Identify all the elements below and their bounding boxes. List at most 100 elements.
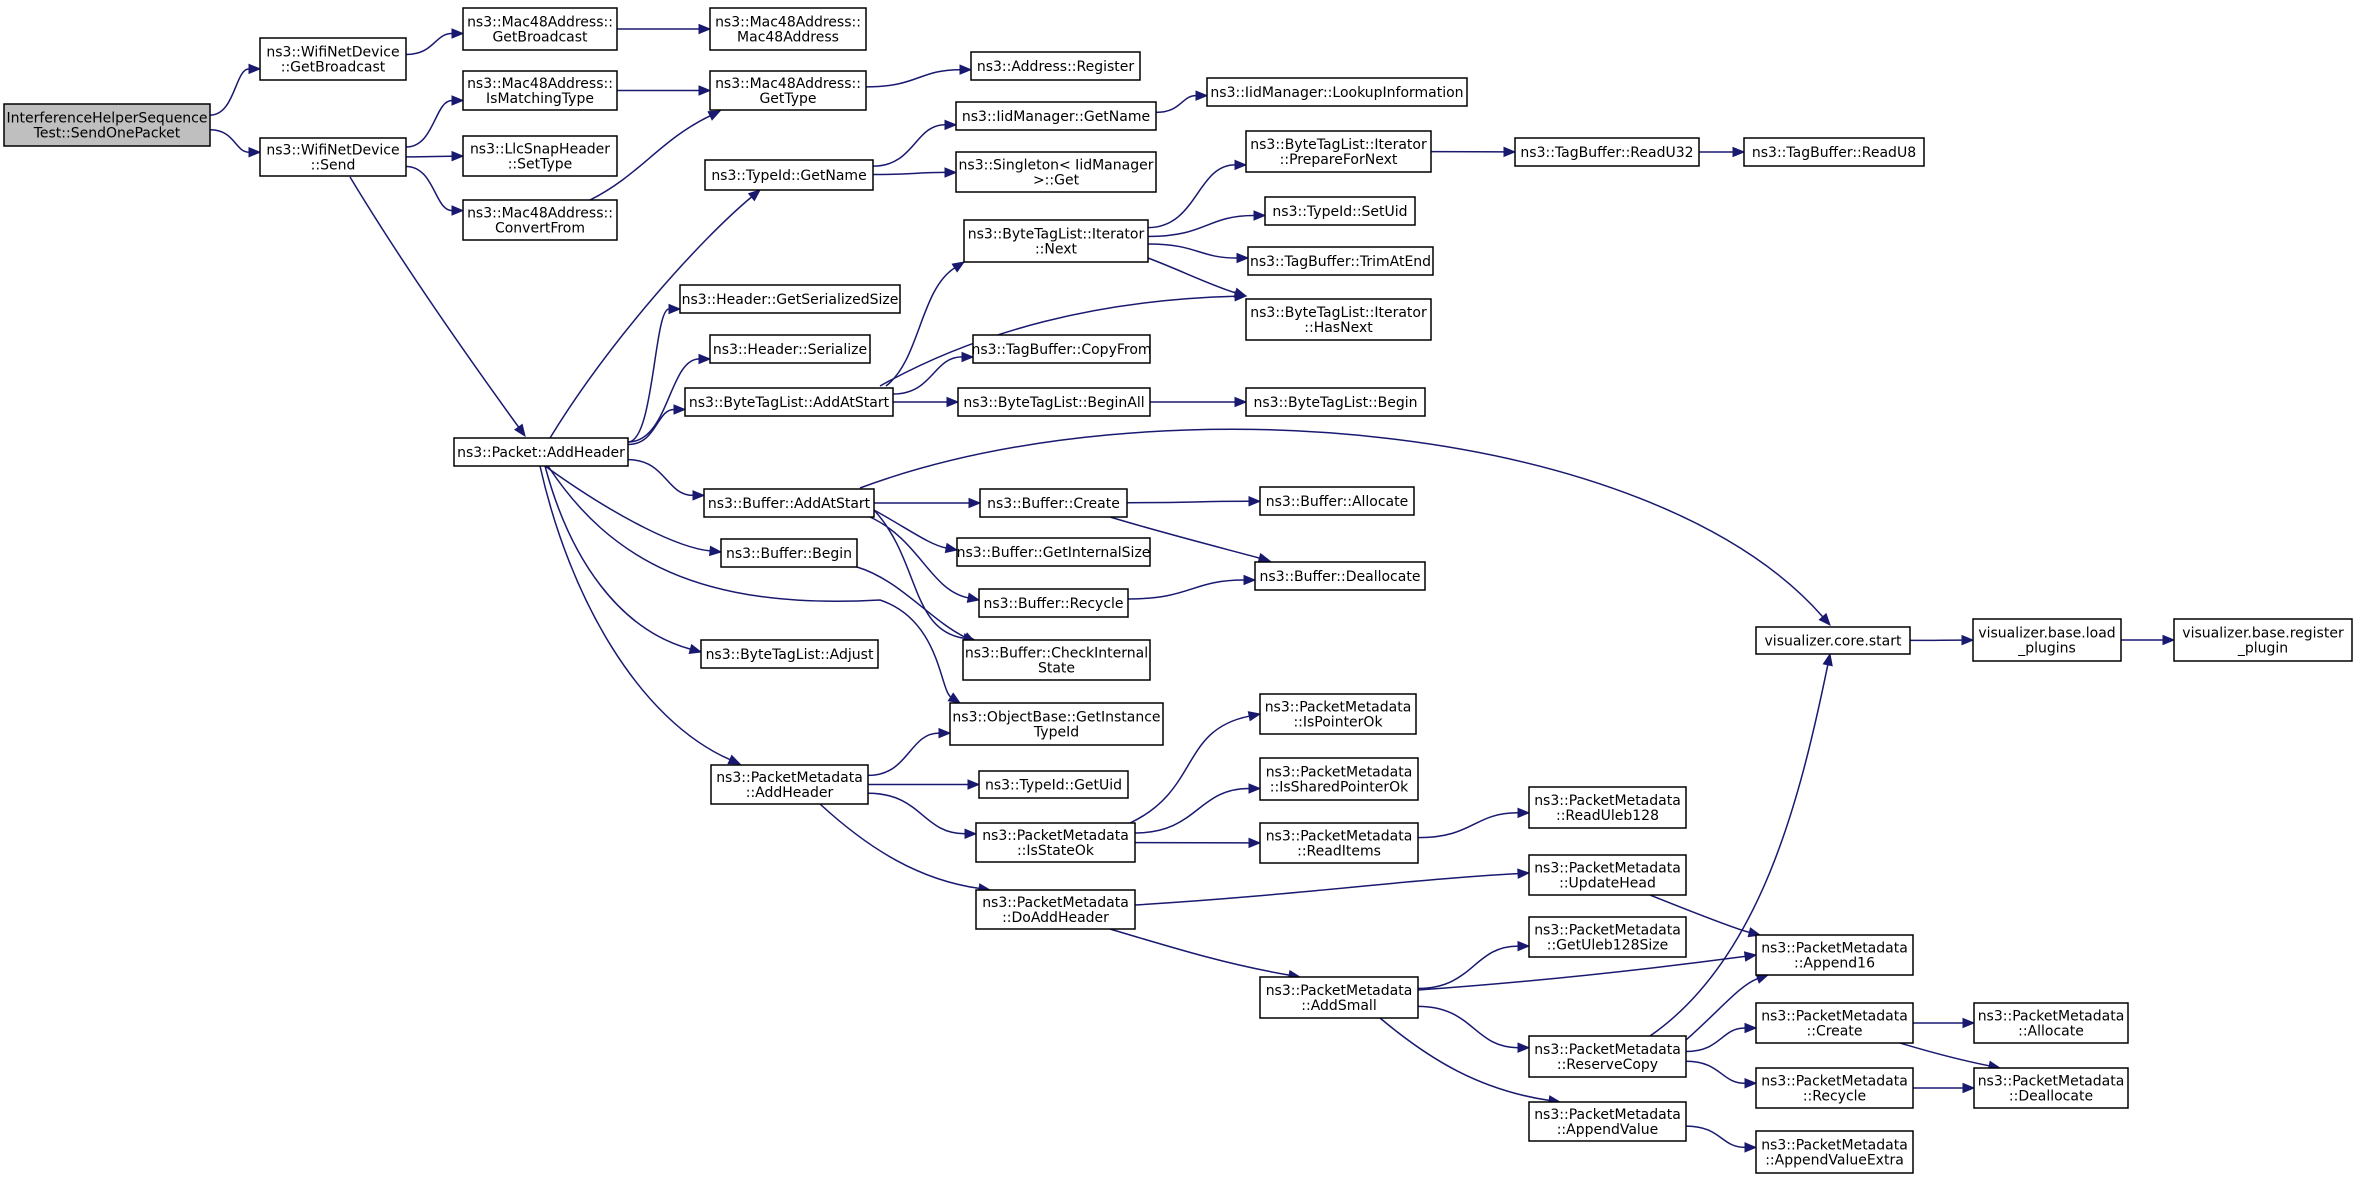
node-pm-reservecopy[interactable]: ns3::PacketMetadata::ReserveCopy — [1528, 1035, 1687, 1078]
node-buf-addatstart[interactable]: ns3::Buffer::AddAtStart — [703, 488, 875, 518]
node-bti-hasnext[interactable]: ns3::ByteTagList::Iterator::HasNext — [1245, 298, 1432, 341]
node-label-line: InterferenceHelperSequence — [7, 111, 208, 127]
node-label-line: ns3::Mac48Address:: — [467, 76, 613, 92]
node-iid-lookup[interactable]: ns3::IidManager::LookupInformation — [1206, 77, 1468, 107]
node-pm-doaddheader[interactable]: ns3::PacketMetadata::DoAddHeader — [975, 889, 1136, 930]
node-pm-allocate[interactable]: ns3::PacketMetadata::Allocate — [1973, 1002, 2129, 1044]
node-pm-addsmall[interactable]: ns3::PacketMetadata::AddSmall — [1259, 976, 1419, 1019]
node-label-line: ::ReadItems — [1297, 844, 1381, 860]
node-llc-settype[interactable]: ns3::LlcSnapHeader::SetType — [462, 135, 618, 177]
node-packet-addheader[interactable]: ns3::Packet::AddHeader — [453, 437, 629, 467]
arrowhead-icon — [1247, 711, 1262, 722]
node-vis-register-plugin[interactable]: visualizer.base.register_plugin — [2173, 618, 2353, 662]
edge-line — [872, 171, 946, 176]
node-box — [1972, 618, 2122, 662]
node-btl-adjust[interactable]: ns3::ByteTagList::Adjust — [700, 639, 879, 669]
node-pm-isstateok[interactable]: ns3::PacketMetadata::IsStateOk — [975, 822, 1136, 863]
edge-line — [872, 124, 946, 167]
arrowhead-icon — [1732, 146, 1746, 158]
node-label-line: ns3::PacketMetadata — [1534, 861, 1681, 877]
node-pm-deallocate[interactable]: ns3::PacketMetadata::Deallocate — [1973, 1067, 2129, 1109]
node-wifi-send[interactable]: ns3::WifiNetDevice::Send — [259, 137, 407, 177]
arrowhead-icon — [451, 28, 465, 39]
edge-mac-getbroadcast-to-mac-ctor — [617, 23, 712, 35]
edge-buf-begin-to-buf-checkinternal — [856, 566, 977, 643]
node-mac-ctor[interactable]: ns3::Mac48Address::Mac48Address — [709, 7, 867, 51]
edge-packet-addheader-to-typeid-getname — [549, 189, 762, 439]
node-typeid-getuid[interactable]: ns3::TypeId::GetUid — [978, 770, 1129, 799]
node-header-getserializedsize[interactable]: ns3::Header::GetSerializedSize — [679, 284, 901, 314]
node-label-line: ::SetType — [508, 157, 573, 173]
node-iid-getname[interactable]: ns3::IidManager::GetName — [955, 101, 1157, 131]
edges-layer — [209, 23, 2176, 1153]
node-pm-readitems[interactable]: ns3::PacketMetadata::ReadItems — [1259, 822, 1419, 864]
node-label-line: ns3::TagBuffer::ReadU8 — [1752, 145, 1916, 161]
node-pm-getuleb128size[interactable]: ns3::PacketMetadata::GetUleb128Size — [1528, 916, 1687, 958]
node-btl-addatstart[interactable]: ns3::ByteTagList::AddAtStart — [684, 387, 894, 417]
edge-buf-create-to-buf-deallocate — [1109, 516, 1272, 564]
edge-line — [1109, 928, 1290, 976]
arrowhead-icon — [1962, 1082, 1976, 1094]
edge-line — [405, 155, 453, 158]
node-pm-addheader[interactable]: ns3::PacketMetadata::AddHeader — [710, 764, 869, 805]
node-bti-preparefornext[interactable]: ns3::ByteTagList::Iterator::PrepareForNe… — [1245, 130, 1432, 173]
arrowhead-icon — [709, 545, 723, 557]
node-mac-convertfrom[interactable]: ns3::Mac48Address::ConvertFrom — [462, 199, 618, 241]
node-pm-create[interactable]: ns3::PacketMetadata::Create — [1755, 1002, 1914, 1044]
arrowhead-icon — [1517, 868, 1531, 879]
node-pm-appendvalueextra[interactable]: ns3::PacketMetadata::AppendValueExtra — [1755, 1130, 1914, 1174]
node-pm-append16[interactable]: ns3::PacketMetadata::Append16 — [1755, 934, 1914, 976]
node-tagbuf-readu32[interactable]: ns3::TagBuffer::ReadU32 — [1514, 137, 1700, 167]
edge-line — [1127, 579, 1245, 600]
node-header-serialize[interactable]: ns3::Header::Serialize — [709, 334, 871, 364]
node-tagbuf-copyfrom[interactable]: ns3::TagBuffer::CopyFrom — [971, 334, 1152, 364]
node-buf-create[interactable]: ns3::Buffer::Create — [979, 488, 1128, 518]
arrowhead-icon — [692, 490, 706, 501]
node-box — [975, 822, 1136, 863]
node-label-line: ns3::Mac48Address:: — [715, 15, 861, 31]
node-wifi-getbroadcast[interactable]: ns3::WifiNetDevice::GetBroadcast — [259, 37, 407, 81]
node-pm-ispointerok[interactable]: ns3::PacketMetadata::IsPointerOk — [1259, 693, 1417, 735]
node-pm-updatehead[interactable]: ns3::PacketMetadata::UpdateHead — [1528, 854, 1687, 896]
node-tagbuf-readu8[interactable]: ns3::TagBuffer::ReadU8 — [1743, 137, 1925, 167]
edge-bti-next-to-bti-preparefornext — [1147, 159, 1248, 229]
arrowhead-icon — [1257, 552, 1272, 564]
node-addr-register[interactable]: ns3::Address::Register — [970, 51, 1141, 81]
node-singleton-get[interactable]: ns3::Singleton< IidManager >::Get — [955, 151, 1157, 193]
node-mac-ismatching[interactable]: ns3::Mac48Address::IsMatchingType — [462, 70, 618, 111]
edge-pm-recycle-to-pm-deallocate — [1913, 1082, 1976, 1094]
node-buf-recycle[interactable]: ns3::Buffer::Recycle — [978, 588, 1129, 618]
node-root[interactable]: InterferenceHelperSequenceTest::SendOneP… — [3, 103, 211, 147]
node-label-line: ns3::PacketMetadata — [1266, 765, 1413, 781]
edge-line — [1147, 164, 1236, 229]
node-vis-load-plugins[interactable]: visualizer.base.load_plugins — [1972, 618, 2122, 662]
node-mac-getbroadcast[interactable]: ns3::Mac48Address::GetBroadcast — [462, 7, 618, 51]
node-bti-next[interactable]: ns3::ByteTagList::Iterator::Next — [963, 219, 1149, 263]
node-tagbuf-trimatend[interactable]: ns3::TagBuffer::TrimAtEnd — [1247, 246, 1434, 276]
node-box — [972, 334, 1151, 364]
arrowhead-icon — [944, 119, 958, 131]
edge-bti-next-to-tagbuf-trimatend — [1147, 243, 1250, 264]
arrowhead-icon — [1233, 287, 1248, 298]
node-buf-begin[interactable]: ns3::Buffer::Begin — [720, 538, 858, 568]
node-pm-appendvalue[interactable]: ns3::PacketMetadata::AppendValue — [1528, 1101, 1687, 1142]
node-typeid-setuid[interactable]: ns3::TypeId::SetUid — [1264, 196, 1416, 226]
arrowhead-icon — [248, 146, 262, 158]
node-typeid-getname[interactable]: ns3::TypeId::GetName — [704, 159, 874, 191]
node-buf-allocate[interactable]: ns3::Buffer::Allocate — [1259, 486, 1415, 516]
node-vis-core-start[interactable]: visualizer.core.start — [1755, 626, 1911, 655]
node-pm-recycle[interactable]: ns3::PacketMetadata::Recycle — [1755, 1067, 1914, 1109]
node-buf-deallocate[interactable]: ns3::Buffer::Deallocate — [1254, 561, 1426, 591]
node-pm-issharedpointerok[interactable]: ns3::PacketMetadata::IsSharedPointerOk — [1259, 757, 1419, 801]
edge-line — [1649, 894, 1750, 934]
node-pm-readuleb128[interactable]: ns3::PacketMetadata::ReadUleb128 — [1528, 786, 1687, 829]
node-btl-beginall[interactable]: ns3::ByteTagList::BeginAll — [957, 387, 1151, 417]
node-buf-getinternalsize[interactable]: ns3::Buffer::GetInternalSize — [956, 537, 1151, 567]
arrowhead-icon — [1195, 90, 1209, 101]
node-label-line: ns3::Buffer::GetInternalSize — [957, 545, 1151, 561]
node-mac-gettype[interactable]: ns3::Mac48Address::GetType — [709, 70, 867, 111]
node-btl-begin[interactable]: ns3::ByteTagList::Begin — [1245, 387, 1426, 417]
edge-line — [873, 509, 947, 549]
